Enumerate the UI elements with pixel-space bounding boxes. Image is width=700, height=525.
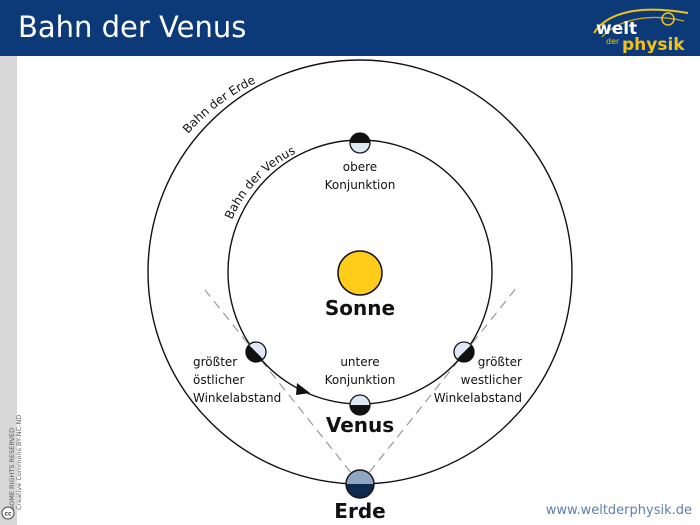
venus-inferior-conjunction (349, 394, 371, 416)
license-strip (0, 56, 17, 525)
title-bar: Bahn der Venus welt der physik (0, 0, 700, 56)
welt-der-physik-logo: welt der physik (593, 8, 689, 53)
venus-eastern-elongation (245, 341, 267, 363)
superior-conjunction-label-2: Konjunktion (325, 178, 396, 192)
logo-swirl (593, 8, 689, 34)
footer-url[interactable]: www.weltderphysik.de (545, 503, 692, 518)
eastern-elongation-label-1: größter (193, 355, 237, 369)
sun-label: Sonne (325, 296, 395, 320)
logo-dot (661, 12, 675, 26)
cc-badge-text: cc (4, 511, 12, 518)
earth-label: Erde (334, 499, 385, 523)
logo-word-welt: welt (596, 19, 637, 39)
western-elongation-label-3: Winkelabstand (434, 391, 522, 405)
sight-line-east (204, 289, 361, 485)
western-elongation-label-2: westlicher (461, 373, 522, 387)
superior-conjunction-label-1: obere (343, 160, 377, 174)
earth (345, 469, 375, 499)
venus-superior-conjunction (349, 132, 371, 154)
eastern-elongation-label-3: Winkelabstand (193, 391, 281, 405)
logo-word-physik: physik (622, 35, 685, 53)
venus-label: Venus (326, 413, 394, 437)
orbit-direction-arrow (296, 383, 310, 395)
sun (337, 250, 383, 296)
inferior-conjunction-label-1: untere (340, 355, 379, 369)
earth-orbit-label: Bahn der Erde (180, 73, 258, 136)
western-elongation-label-1: größter (478, 355, 522, 369)
page-title: Bahn der Venus (18, 10, 247, 44)
creative-commons-icon: cc (1, 506, 15, 520)
venus-western-elongation (453, 341, 475, 363)
eastern-elongation-label-2: östlicher (193, 373, 245, 387)
sight-line-west (359, 286, 518, 485)
inferior-conjunction-label-2: Konjunktion (325, 373, 396, 387)
logo-word-der: der (606, 37, 620, 46)
venus-orbit-label: Bahn der Venus (222, 143, 297, 221)
